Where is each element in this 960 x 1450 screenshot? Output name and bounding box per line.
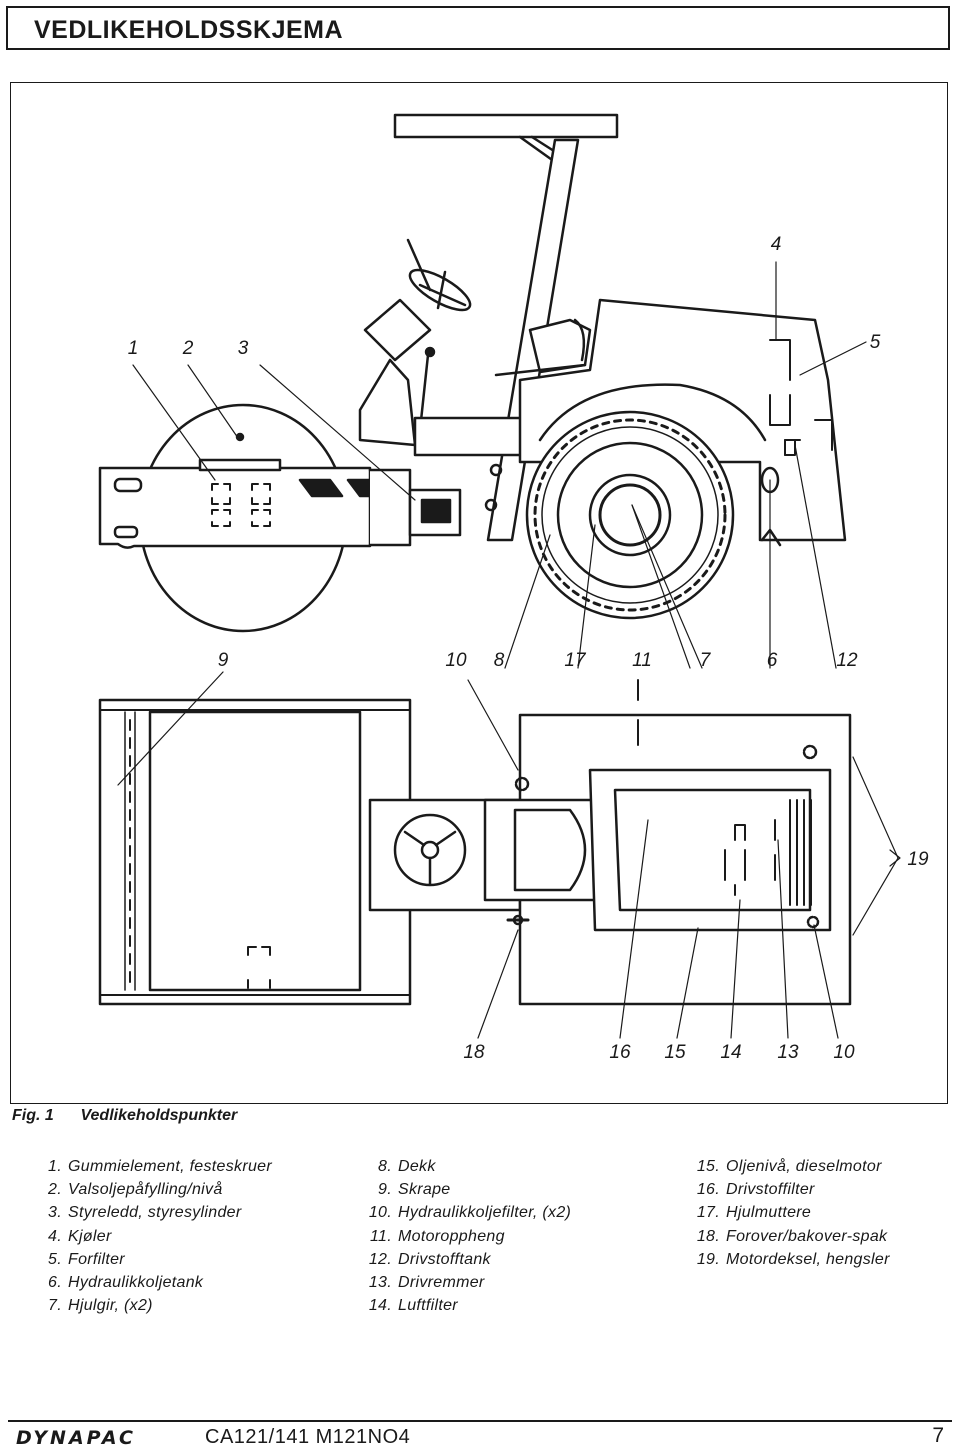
callout-16: 16 <box>609 1042 631 1063</box>
callout-15: 15 <box>664 1042 686 1063</box>
legend-item: 3.Styreledd, styresylinder <box>48 1204 242 1222</box>
legend-item: 13.Drivremmer <box>368 1274 485 1292</box>
callout-3: 3 <box>237 338 249 359</box>
callout-12: 12 <box>836 650 858 671</box>
legend-item: 16.Drivstoffilter <box>696 1181 815 1199</box>
callout-9: 9 <box>217 650 229 671</box>
legend-item: 2.Valsoljepåfylling/nivå <box>48 1181 223 1199</box>
dynapac-logo: DYNAPAC <box>16 1427 136 1447</box>
legend-item: 1.Gummielement, festeskruer <box>48 1158 273 1175</box>
callout-10-bottom: 10 <box>833 1042 855 1063</box>
title-box: VEDLIKEHOLDSSKJEMA <box>6 6 950 50</box>
callout-5: 5 <box>869 332 881 353</box>
legend-item: 19.Motordeksel, hengsler <box>696 1250 890 1268</box>
callout-4: 4 <box>770 234 782 255</box>
callout-1: 1 <box>127 338 139 359</box>
legend-item: 4.Kjøler <box>48 1227 112 1245</box>
legend-item: 10.Hydraulikkoljefilter, (x2) <box>368 1204 572 1222</box>
document-code: CA121/141 M121NO4 <box>205 1426 411 1448</box>
page-title: VEDLIKEHOLDSSKJEMA <box>34 16 344 44</box>
roller-illustration <box>98 113 901 1039</box>
legend-column-3: 15.Oljenivå, dieselmotor 16.Drivstoffilt… <box>690 1155 890 1271</box>
side-view <box>98 113 847 633</box>
legend-item: 7.Hjulgir, (x2) <box>48 1297 153 1315</box>
legend-item: 6.Hydraulikkoljetank <box>48 1274 204 1292</box>
legend-item: 14.Luftfilter <box>368 1297 458 1315</box>
callout-10-top: 10 <box>445 650 467 671</box>
callout-17: 17 <box>564 650 586 671</box>
legend-item: 18.Forover/bakover-spak <box>696 1227 888 1245</box>
brand-wordmark: DYNAPAC <box>16 1427 136 1447</box>
legend-item: 11.Motoroppheng <box>370 1227 505 1245</box>
callout-11: 11 <box>632 650 652 671</box>
footer-rule <box>8 1420 952 1422</box>
figure-caption: Fig. 1 Vedlikeholdspunkter <box>12 1107 237 1125</box>
legend-item: 12.Drivstofftank <box>368 1250 491 1268</box>
legend-column-2: 8.Dekk 9.Skrape 10.Hydraulikkoljefilter,… <box>362 1155 571 1317</box>
callout-2: 2 <box>182 338 194 359</box>
callout-18: 18 <box>463 1042 485 1063</box>
callout-7: 7 <box>699 650 711 671</box>
figure-caption-text: Vedlikeholdspunkter <box>80 1107 238 1124</box>
legend-item: 8.Dekk <box>378 1158 436 1175</box>
callout-19: 19 <box>907 849 929 870</box>
top-view <box>98 679 852 1006</box>
callout-8: 8 <box>493 650 505 671</box>
page-number: 7 <box>932 1424 944 1447</box>
legend-item: 5.Forfilter <box>48 1250 125 1268</box>
callout-14: 14 <box>720 1042 742 1063</box>
legend-item: 15.Oljenivå, dieselmotor <box>696 1158 882 1175</box>
leader-lines <box>117 261 901 1039</box>
figure-label: Fig. 1 <box>12 1107 54 1124</box>
figure-frame <box>10 82 948 1104</box>
legend-item: 17.Hjulmuttere <box>696 1204 812 1222</box>
legend-item: 9.Skrape <box>378 1181 451 1199</box>
callout-6: 6 <box>766 650 778 671</box>
legend-column-1: 1.Gummielement, festeskruer 2.Valsoljepå… <box>40 1155 272 1317</box>
callout-13: 13 <box>777 1042 799 1063</box>
